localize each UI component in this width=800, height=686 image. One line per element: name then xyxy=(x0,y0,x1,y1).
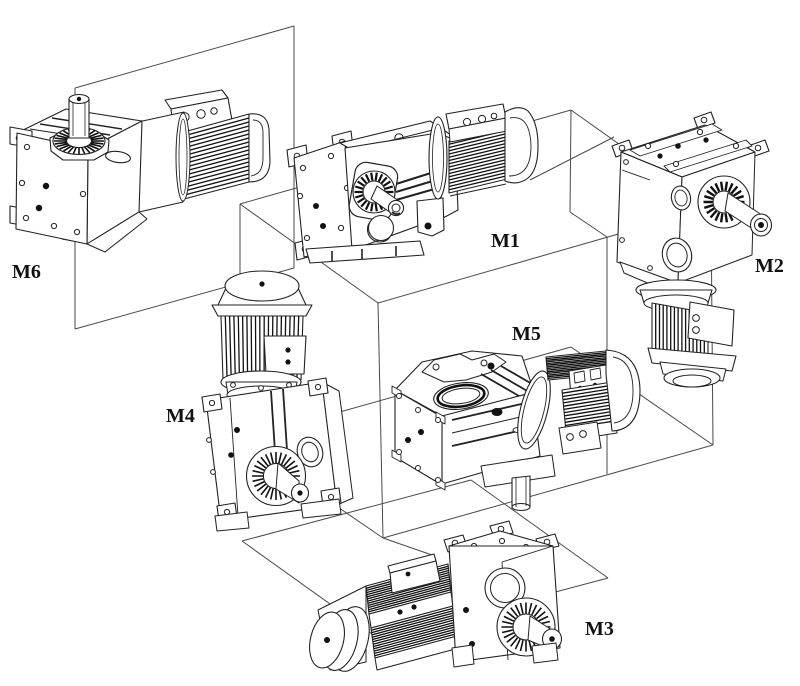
svg-text:M2: M2 xyxy=(755,255,784,277)
svg-text:M3: M3 xyxy=(585,618,614,640)
svg-text:M4: M4 xyxy=(166,405,195,427)
svg-text:M5: M5 xyxy=(512,323,541,345)
svg-text:M1: M1 xyxy=(491,230,520,252)
svg-text:M6: M6 xyxy=(12,261,41,283)
